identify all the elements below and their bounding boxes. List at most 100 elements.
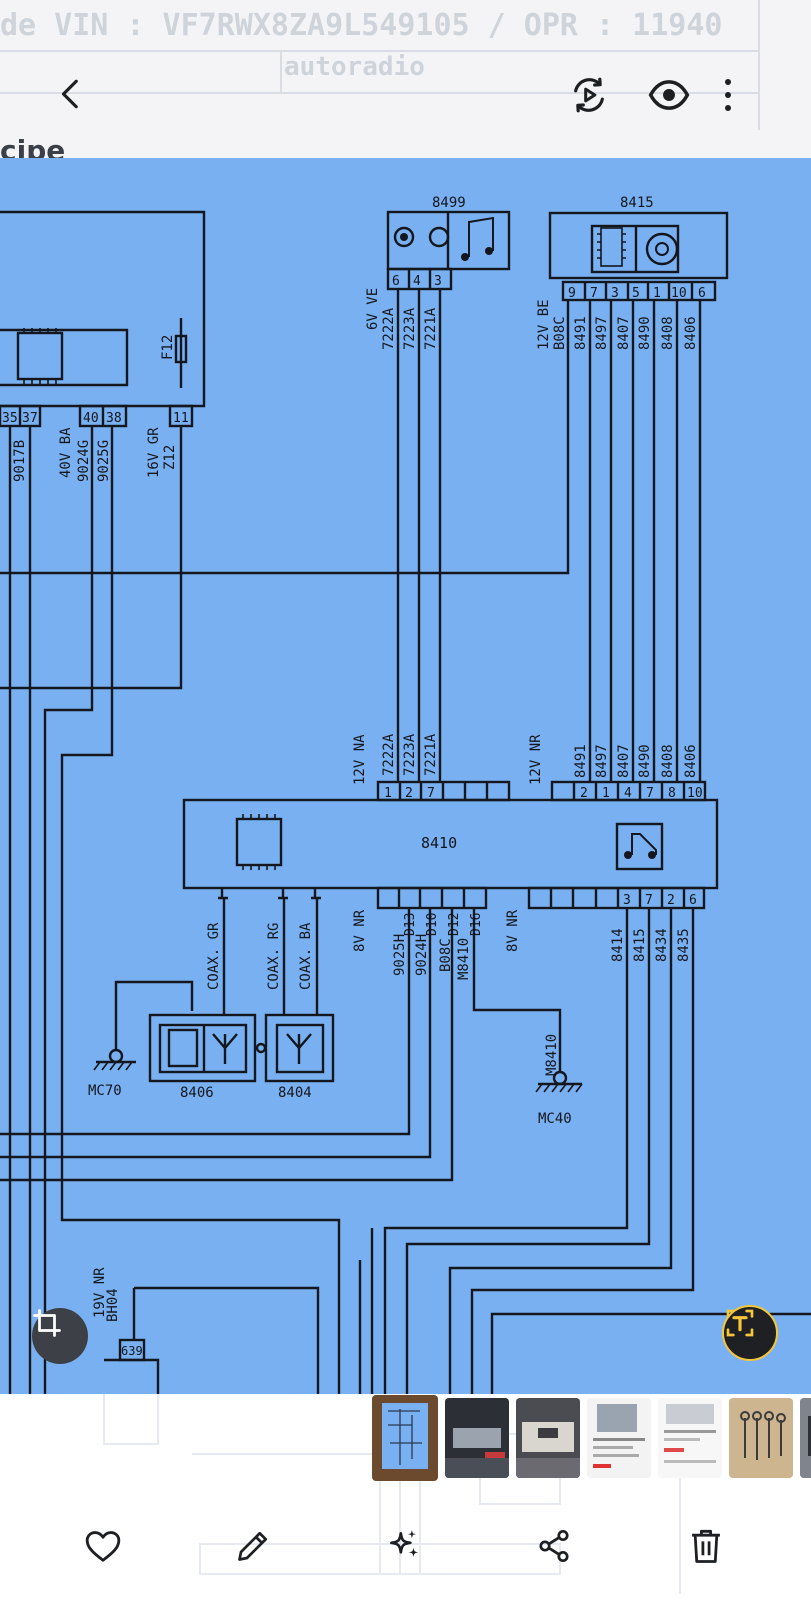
thumb-radio-unit-image bbox=[516, 1398, 580, 1478]
pin-left-2: 40 bbox=[83, 411, 99, 426]
more-vertical-icon bbox=[725, 79, 731, 111]
filmstrip-thumb-2[interactable] bbox=[516, 1398, 580, 1478]
crop-icon bbox=[33, 1309, 61, 1337]
pin-8410-top-right-4: 8 bbox=[668, 786, 676, 801]
thumb-web-page-image bbox=[658, 1398, 722, 1478]
pin-8410-top-left-2: 7 bbox=[427, 786, 435, 801]
wire-8415-3: 8490 bbox=[637, 316, 653, 350]
pin-left-4: 11 bbox=[173, 411, 189, 426]
pin-8410-top-right-0: 2 bbox=[580, 786, 588, 801]
wire-8410-right-1: 8497 bbox=[594, 744, 610, 778]
wire-8410-bottom-right-2: 8434 bbox=[654, 928, 670, 962]
spec-8499: 6V VE bbox=[365, 288, 381, 330]
text-extract-button[interactable] bbox=[722, 1305, 778, 1361]
pin-left-3: 38 bbox=[106, 411, 122, 426]
label-8415: 8415 bbox=[620, 195, 654, 211]
label-8410: 8410 bbox=[421, 834, 457, 852]
doc-grid-line bbox=[280, 50, 282, 92]
pin-8499-0: 6 bbox=[392, 274, 400, 289]
motion-photo-button[interactable] bbox=[561, 67, 617, 123]
spec-8415-b08c: B08C bbox=[552, 316, 568, 350]
delete-button[interactable] bbox=[678, 1518, 734, 1574]
spec-8410-bottom-a: 8V NR bbox=[352, 909, 368, 952]
pin-8410-top-right-2: 4 bbox=[624, 786, 632, 801]
filmstrip-thumb-5[interactable] bbox=[729, 1398, 793, 1478]
pin-8410-top-right-3: 7 bbox=[646, 786, 654, 801]
pin-8410-bottom-right-0: 3 bbox=[623, 893, 631, 908]
label-coax-rg: COAX. RG bbox=[266, 923, 282, 990]
pin-8415-1: 7 bbox=[590, 286, 598, 301]
action-bar bbox=[0, 1518, 811, 1578]
wire-8410-left-1: 7223A bbox=[402, 733, 418, 776]
chevron-left-icon bbox=[61, 79, 78, 109]
pin-8410-top-right-1: 1 bbox=[602, 786, 610, 801]
bottom-panel bbox=[0, 1394, 811, 1600]
wire-8410-right-3: 8490 bbox=[637, 744, 653, 778]
label-b08c: B08C bbox=[438, 938, 454, 972]
spec-bh: 19V NR bbox=[92, 1267, 108, 1318]
thumb-car-radio-image bbox=[800, 1398, 811, 1478]
wire-8410-right-5: 8406 bbox=[683, 744, 699, 778]
view-button[interactable] bbox=[641, 67, 697, 123]
spec-left-z12: Z12 bbox=[162, 445, 178, 470]
label-mc70: MC70 bbox=[88, 1083, 122, 1099]
pencil-icon bbox=[238, 1531, 268, 1561]
thumb-diagram-image bbox=[382, 1403, 428, 1469]
pin-8410-bottom-left-2: D12 bbox=[447, 913, 462, 936]
wire-8410-right-4: 8408 bbox=[660, 744, 676, 778]
wire-left-2: 9025G bbox=[96, 440, 112, 482]
spec-left-a: 40V BA bbox=[58, 427, 74, 478]
enhance-button[interactable] bbox=[376, 1518, 432, 1574]
back-button[interactable] bbox=[44, 66, 100, 122]
pin-8410-bottom-right-1: 7 bbox=[645, 893, 653, 908]
wire-left-0: 9017B bbox=[12, 440, 28, 482]
doc-grid-line bbox=[0, 92, 760, 94]
label-8499: 8499 bbox=[432, 195, 466, 211]
doc-caption: cipe bbox=[0, 134, 66, 158]
label-coax-ba: COAX. BA bbox=[298, 922, 314, 990]
more-options-button[interactable] bbox=[711, 67, 745, 123]
doc-vin-line: de VIN : VF7RWX8ZA9L549105 / OPR : 11940 bbox=[0, 8, 723, 43]
filmstrip-thumb-6[interactable] bbox=[800, 1398, 811, 1478]
label-m8410: M8410 bbox=[456, 938, 472, 980]
pin-8410-bottom-left-0: D13 bbox=[403, 913, 418, 936]
label-coax-gr: COAX. GR bbox=[206, 922, 222, 990]
doc-grid-line bbox=[758, 0, 760, 130]
label-639: 639 bbox=[121, 1344, 143, 1358]
favorite-button[interactable] bbox=[75, 1518, 131, 1574]
pin-left-0: 35 bbox=[2, 411, 18, 426]
filmstrip bbox=[372, 1395, 811, 1486]
pin-8410-bottom-right-3: 6 bbox=[689, 893, 697, 908]
label-8404: 8404 bbox=[278, 1085, 312, 1101]
spec-left-b: 16V GR bbox=[146, 427, 162, 478]
pin-8415-5: 10 bbox=[671, 286, 687, 301]
label-8406: 8406 bbox=[180, 1085, 214, 1101]
filmstrip-thumb-1[interactable] bbox=[445, 1398, 509, 1478]
wire-8415-5: 8406 bbox=[683, 316, 699, 350]
pin-8415-4: 1 bbox=[653, 286, 661, 301]
doc-subtitle: autoradio bbox=[284, 52, 425, 82]
wire-8410-bottom-left-0: 9025H bbox=[392, 934, 408, 976]
label-m8410-ground: M8410 bbox=[544, 1034, 560, 1076]
pin-8410-bottom-left-3: D16 bbox=[469, 913, 484, 936]
filmstrip-thumb-4[interactable] bbox=[658, 1398, 722, 1478]
edit-button[interactable] bbox=[225, 1518, 281, 1574]
share-button[interactable] bbox=[526, 1518, 582, 1574]
pin-8410-bottom-left-1: D10 bbox=[425, 913, 440, 936]
label-mc40: MC40 bbox=[538, 1111, 572, 1127]
trash-icon bbox=[692, 1529, 720, 1563]
wire-8410-bottom-left-1: 9024H bbox=[414, 934, 430, 976]
wire-8410-left-2: 7221A bbox=[423, 733, 439, 776]
wire-8415-4: 8408 bbox=[660, 316, 676, 350]
spec-8410-right: 12V NR bbox=[528, 734, 544, 785]
wire-8410-right-2: 8407 bbox=[616, 744, 632, 778]
photo-viewer[interactable]: 8499 8415 8410 8406 8404 MC70 MC40 F12 B… bbox=[0, 158, 811, 1394]
filmstrip-thumb-3[interactable] bbox=[587, 1398, 651, 1478]
pin-8410-top-left-0: 1 bbox=[384, 786, 392, 801]
wire-8410-left-0: 7222A bbox=[381, 733, 397, 776]
crop-button[interactable] bbox=[32, 1308, 88, 1364]
pin-8410-top-right-5: 10 bbox=[687, 786, 703, 801]
filmstrip-thumb-0[interactable] bbox=[372, 1395, 438, 1481]
thumb-car-dashboard-image bbox=[445, 1398, 509, 1478]
spec-8415: 12V BE bbox=[536, 299, 552, 350]
